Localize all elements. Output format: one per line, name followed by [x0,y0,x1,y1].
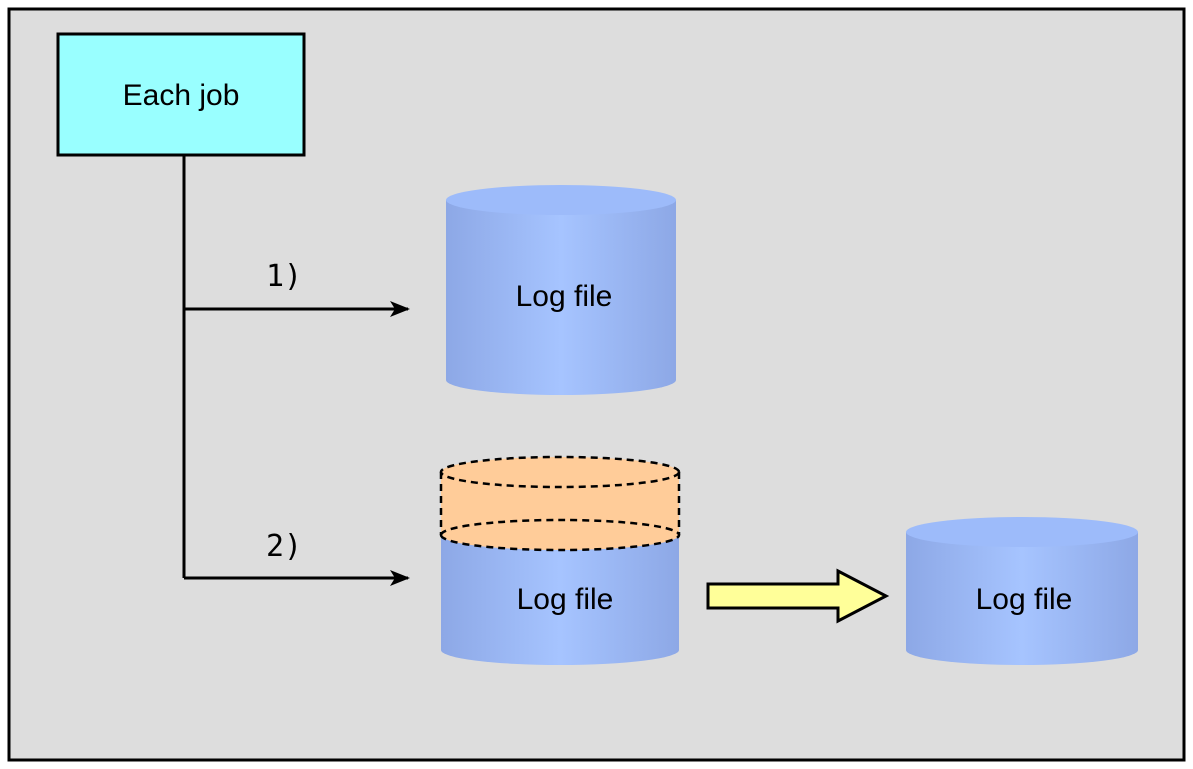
log-file-label-1: Log file [516,280,613,313]
overflow-segment [439,455,681,552]
job-box: Each job [56,32,306,157]
job-box-label: Each job [123,79,240,112]
step-label-2: 2) [266,529,302,564]
log-file-cylinder-3: Log file [906,517,1138,665]
transfer-arrow [706,568,890,624]
connector-lines [182,155,410,586]
log-file-cylinder-1: Log file [446,185,676,395]
log-file-label-3: Log file [976,583,1073,616]
log-file-cylinder-2: Log file [439,455,681,665]
step-label-1: 1) [266,259,302,294]
log-file-label-2: Log file [517,583,614,616]
